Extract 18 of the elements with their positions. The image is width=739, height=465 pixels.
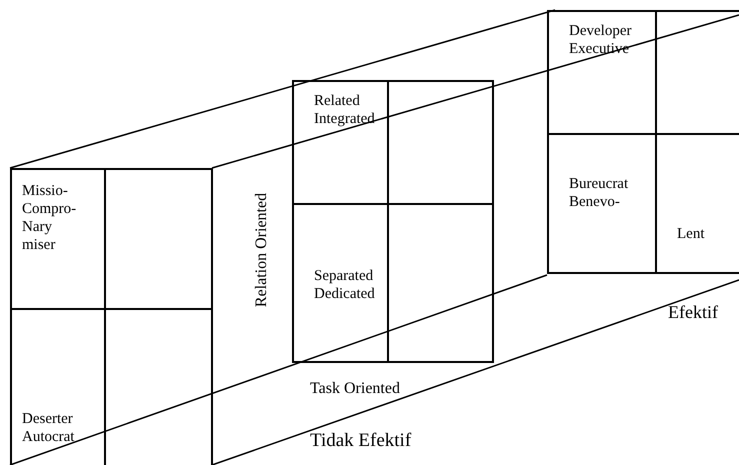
grid-cell bbox=[104, 168, 213, 310]
axis-label: Relation Oriented bbox=[253, 192, 272, 308]
grid-cell bbox=[387, 203, 494, 363]
axis-label: Task Oriented bbox=[310, 380, 400, 398]
style-name: Related Integrated bbox=[314, 92, 376, 128]
style-name: Lent bbox=[677, 225, 706, 243]
grid-cell bbox=[292, 80, 389, 205]
grid-cell bbox=[292, 203, 389, 363]
effectiveness-label: Tidak Efektif bbox=[310, 430, 412, 452]
grid-cell bbox=[547, 10, 657, 135]
style-name: Bureucrat Benevo- bbox=[569, 175, 630, 211]
style-name: Missio- Compro- Nary miser bbox=[22, 182, 78, 254]
grid-cell bbox=[387, 80, 494, 205]
style-name: Separated Dedicated bbox=[314, 267, 376, 303]
grid-cell bbox=[10, 168, 106, 310]
style-name: Deserter Autocrat bbox=[22, 410, 76, 446]
effectiveness-label: Efektif bbox=[668, 302, 718, 323]
grid-cell bbox=[547, 133, 657, 274]
